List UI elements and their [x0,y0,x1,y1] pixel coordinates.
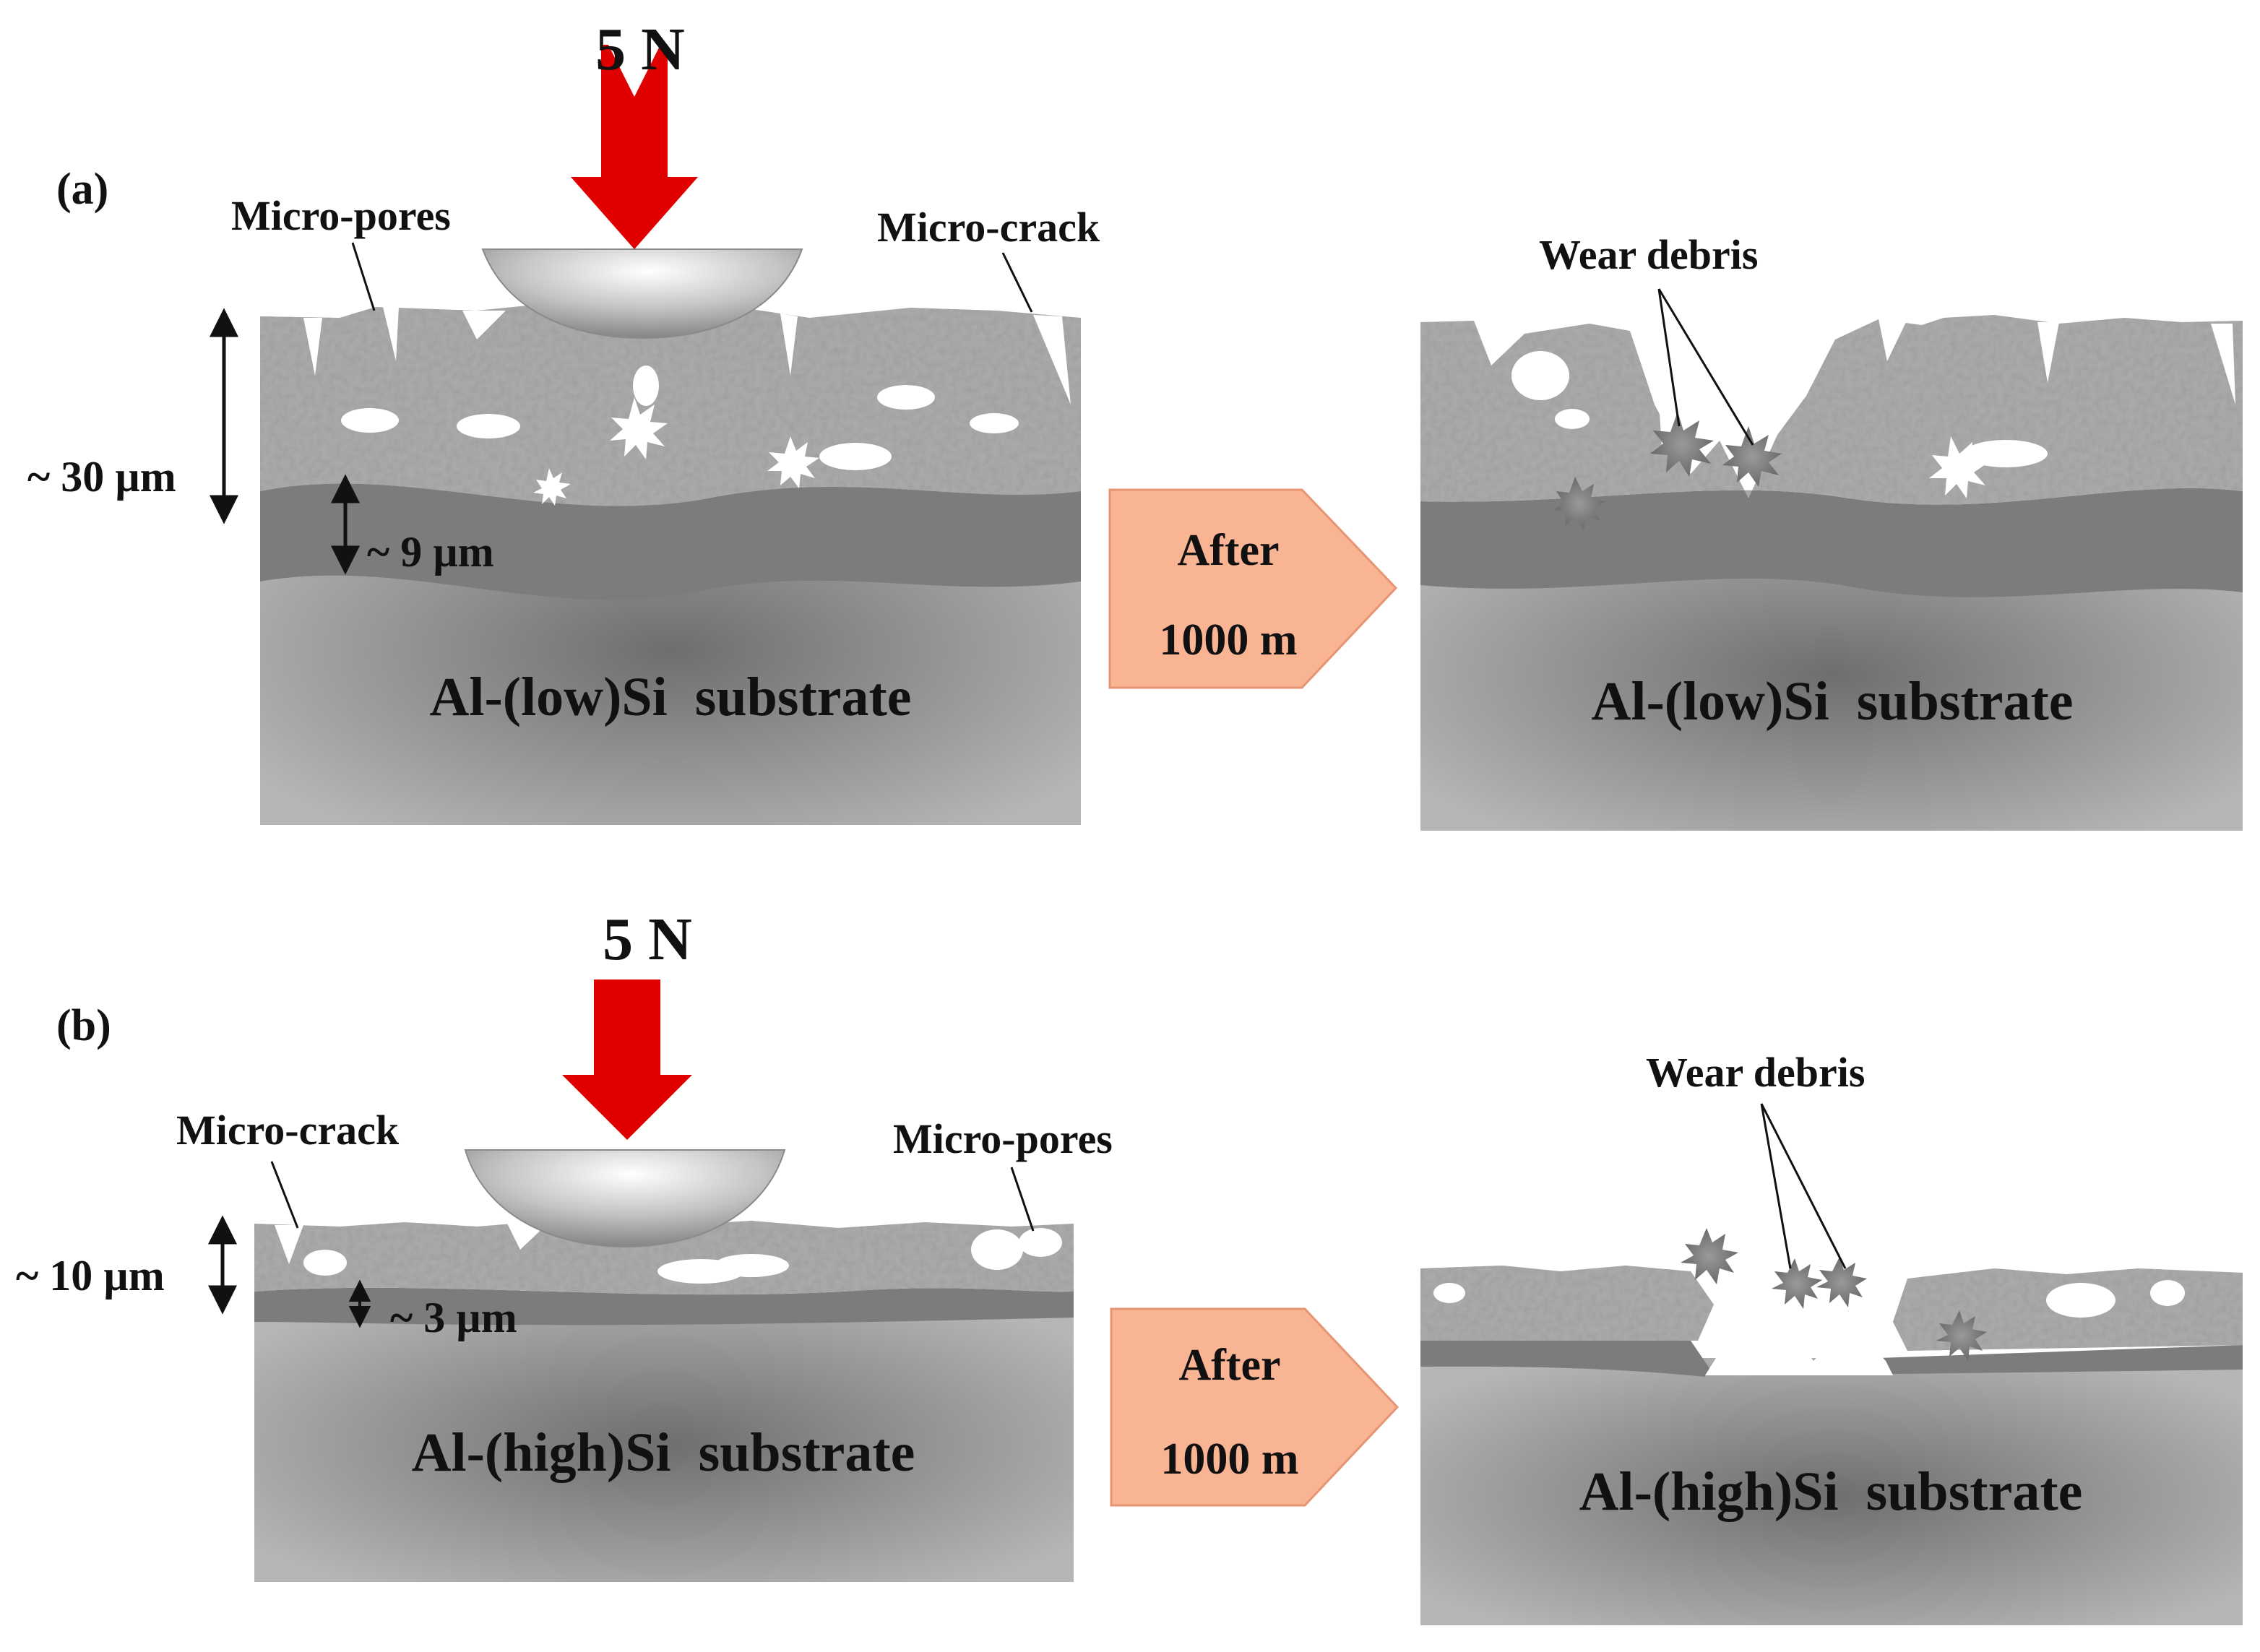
process-arrow-a: After 1000 m [1108,488,1398,689]
panel-b: (b) 5 N Micro-crack Micro-pores [16,906,2243,1625]
load-arrow-b [562,979,692,1140]
coating-thickness-arrow-b [207,1215,238,1315]
process-arrow-b-line2: 1000 m [1160,1435,1298,1484]
coating-a-after [1420,315,2243,505]
interlayer-thickness-arrow-a [330,474,361,575]
interlayer-b-after [1420,1341,2243,1377]
process-arrow-b: After 1000 m [1110,1307,1399,1507]
micro-crack-label-a: Micro-crack [877,204,1100,251]
micro-crack-label-b: Micro-crack [176,1107,400,1154]
coating-thickness-label-a: ~ 30 µm [27,453,176,501]
substrate-b-before [254,1294,1074,1582]
micro-pores-a-after [1511,319,2235,467]
process-arrow-b-line1: After [1178,1341,1280,1390]
interlayer-b-before [254,1287,1074,1326]
process-arrow-a-line2: 1000 m [1159,615,1297,665]
micro-pores-leader-a [351,242,376,311]
panel-a-before-block: 5 N Micro-pores Micro-crack ~ 30 µm ~ 9 … [27,16,1100,825]
star-void-a-after [1929,436,1988,498]
wear-debris-label-a: Wear debris [1539,231,1758,278]
load-label-b: 5 N [603,906,692,973]
wear-debris-label-b: Wear debris [1646,1049,1865,1096]
load-label-a: 5 N [595,16,685,83]
coating-b-after-left [1420,1266,1714,1341]
panel-b-before-block: 5 N Micro-crack Micro-pores ~ 10 µm ~ 3 … [16,906,1113,1582]
micro-crack-leader-a [1001,252,1033,313]
counterface-ball-a [481,248,803,340]
wear-debris-b [1681,1228,1987,1361]
substrate-label-a-after: Al-(low)Si substrate [1591,671,2073,732]
interlayer-thickness-arrow-b [348,1279,371,1328]
process-arrow-a-line1: After [1177,526,1279,575]
coating-thickness-arrow-a [209,308,239,524]
coating-thickness-label-b: ~ 10 µm [16,1252,165,1299]
micro-cracks-a [303,307,1071,405]
wear-debris-leaders-a [1657,288,1754,446]
substrate-label-b-after: Al-(high)Si substrate [1579,1461,2083,1522]
interlayer-a-after [1420,488,2243,597]
substrate-label-a-before: Al-(low)Si substrate [429,667,911,727]
wear-debris-a [1553,412,1782,530]
fracture-spikes-b [1705,1322,1893,1375]
micro-crack-leader-b [270,1161,299,1229]
micro-pores-b-after [1433,1280,2185,1318]
panel-a-after-block: Wear debris Al-(low)Si substrate [1420,231,2243,831]
micro-pores-b [303,1228,1062,1284]
micro-pores-label-a: Micro-pores [231,192,451,239]
micro-pores-a [341,366,1019,470]
panel-b-label: (b) [56,1001,111,1050]
substrate-b-after [1420,1358,2243,1625]
interlayer-thickness-label-b: ~ 3 µm [390,1294,517,1341]
micro-pores-leader-b [1010,1167,1035,1232]
micro-pores-label-b: Micro-pores [893,1115,1113,1162]
coating-b-before [254,1221,1074,1295]
wear-debris-leaders-b [1760,1103,1847,1269]
star-voids-a [533,397,819,506]
panel-a: (a) [27,16,2243,831]
panel-a-label: (a) [56,165,108,214]
substrate-label-b-before: Al-(high)Si substrate [412,1422,915,1483]
load-arrow-a [571,45,698,249]
counterface-ball-b [464,1149,786,1248]
interlayer-thickness-label-a: ~ 9 µm [367,528,494,576]
interlayer-a-before [260,483,1081,600]
panel-b-after-block: Wear debris Al-(high)Si substrate [1420,1049,2243,1625]
